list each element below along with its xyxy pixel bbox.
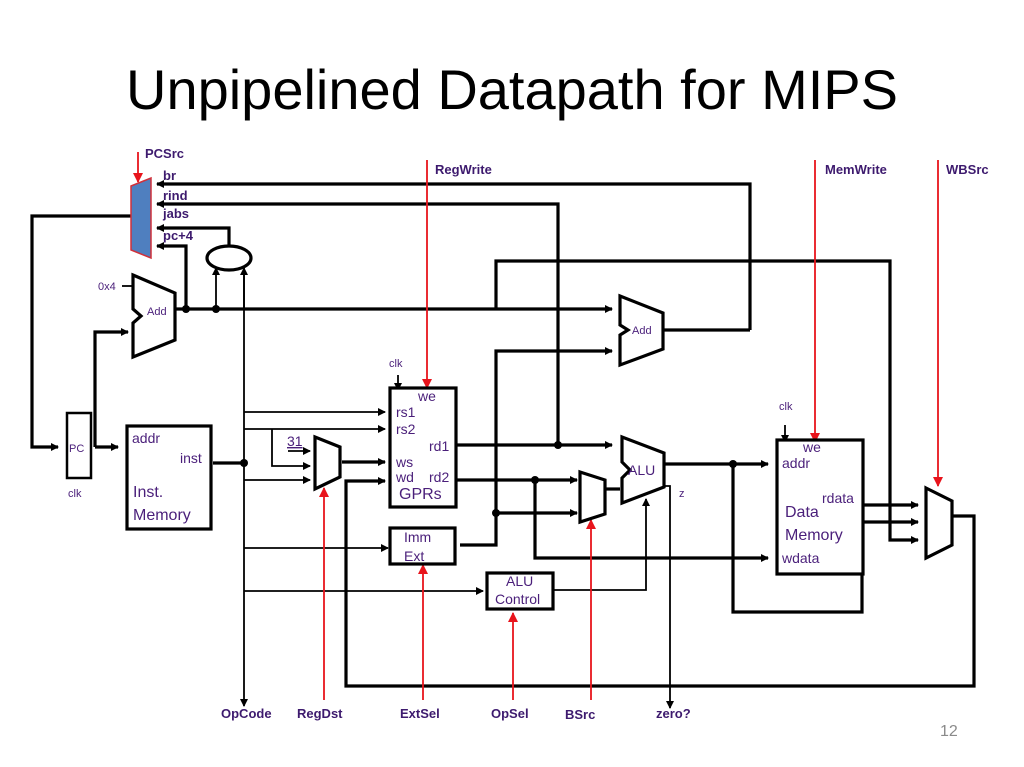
gprs: [388, 386, 458, 509]
pc-register: [65, 411, 93, 480]
imm-ext-line2: Ext: [404, 548, 424, 564]
inst-memory-inst: inst: [180, 450, 202, 466]
gprs-clk: clk: [389, 358, 403, 370]
instruction-bus-wires: [72, 256, 789, 709]
control-wbsrc: WBSrc: [946, 162, 989, 177]
bsrc-mux: [578, 469, 607, 525]
control-wires: [133, 152, 943, 700]
data-memory-we: we: [802, 439, 821, 455]
data-memory-name1: Data: [785, 504, 819, 521]
alu-control-line1: ALU: [506, 573, 533, 589]
jump-target-unit: [205, 244, 253, 272]
pc-mux-input-rind: rind: [163, 188, 188, 203]
data-memory: [775, 438, 865, 576]
pc-clk-label: clk: [68, 488, 82, 500]
imm-ext: [388, 526, 457, 566]
control-regwrite: RegWrite: [435, 162, 492, 177]
gprs-name: GPRs: [399, 486, 442, 503]
inst-memory-addr: addr: [132, 430, 160, 446]
control-zero: zero?: [656, 706, 691, 721]
control-regdst: RegDst: [297, 706, 343, 721]
pc-adder-label: Add: [147, 306, 167, 318]
inst-memory: [125, 424, 213, 531]
pc-mux-input-pc4: pc+4: [163, 228, 194, 243]
data-memory-rdata: rdata: [822, 490, 854, 506]
data-memory-name2: Memory: [785, 527, 843, 544]
junction-dots: [182, 305, 737, 517]
control-memwrite: MemWrite: [825, 162, 887, 177]
data-memory-clk: clk: [779, 401, 793, 413]
datapath-wires: [30, 180, 976, 688]
gprs-rd2: rd2: [429, 469, 449, 485]
gprs-rd1: rd1: [429, 438, 449, 454]
alu-label: ALU: [628, 462, 655, 478]
pc-mux-input-br: br: [163, 168, 176, 183]
control-extsel: ExtSel: [400, 706, 440, 721]
gprs-rs2: rs2: [396, 421, 416, 437]
regdst-mux: [313, 434, 342, 492]
gprs-ws: ws: [395, 454, 413, 470]
alu: [620, 434, 666, 506]
data-memory-wdata: wdata: [781, 550, 820, 566]
alu-control-line2: Control: [495, 591, 540, 607]
imm-ext-line1: Imm: [404, 529, 431, 545]
data-memory-addr: addr: [782, 455, 810, 471]
page-number: 12: [940, 723, 958, 740]
inst-memory-name1: Inst.: [133, 484, 163, 501]
branch-adder: [618, 293, 665, 368]
branch-adder-label: Add: [632, 325, 652, 337]
pc-mux: [130, 176, 152, 260]
gprs-rs1: rs1: [396, 404, 416, 420]
pc-label: PC: [69, 443, 84, 455]
control-opcode: OpCode: [221, 706, 272, 721]
regdst-const: 31: [287, 433, 303, 449]
pc-adder-const: 0x4: [98, 281, 116, 293]
wbsrc-mux: [924, 485, 954, 561]
gprs-wd: wd: [395, 469, 414, 485]
control-opsel: OpSel: [491, 706, 529, 721]
pc-adder: [131, 272, 177, 360]
gprs-we: we: [417, 388, 436, 404]
control-pcsrc: PCSrc: [145, 146, 184, 161]
control-bsrc: BSrc: [565, 707, 595, 722]
slide-title: Unpipelined Datapath for MIPS: [126, 58, 898, 121]
pc-mux-input-jabs: jabs: [162, 206, 189, 221]
inst-memory-name2: Memory: [133, 507, 191, 524]
alu-control: [485, 571, 555, 611]
alu-z-label: z: [679, 488, 685, 500]
